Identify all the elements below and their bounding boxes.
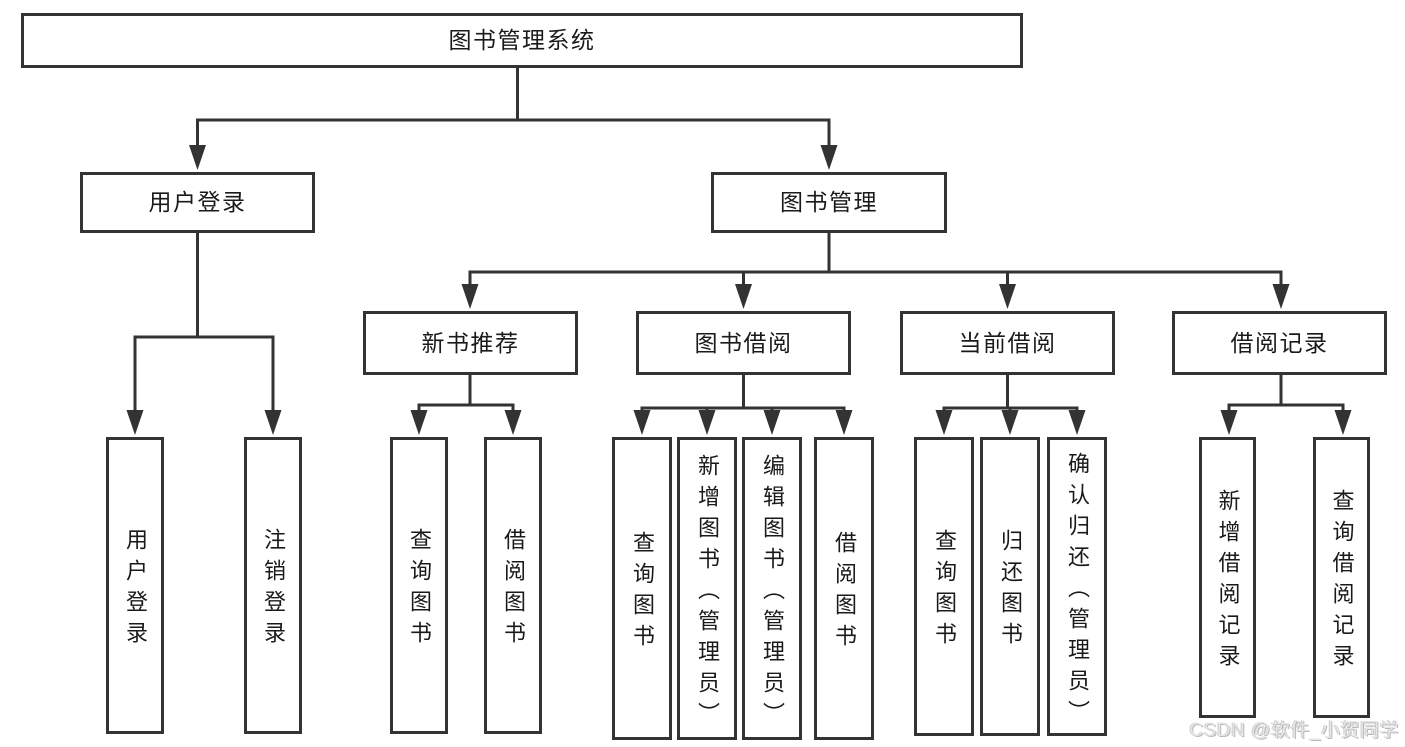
- node-current-borrow: 当前借阅: [900, 311, 1115, 375]
- node-label: 新增图书（管理员）: [695, 453, 720, 733]
- node-label: 归还图书: [998, 529, 1023, 653]
- node-label: 查询图书: [407, 528, 432, 652]
- node-label: 查询图书: [630, 531, 655, 655]
- leaf-return-book: 归还图书: [980, 437, 1040, 736]
- leaf-query-books-recommend: 查询图书: [390, 437, 448, 734]
- leaf-logout: 注销登录: [244, 437, 302, 734]
- node-label: 查询借阅记录: [1329, 489, 1355, 675]
- leaf-add-book-admin: 新增图书（管理员）: [677, 437, 737, 740]
- watermark: CSDN @软件_小贺同学: [1189, 720, 1399, 741]
- leaf-user-login: 用户登录: [106, 437, 164, 734]
- node-book-management: 图书管理: [711, 172, 947, 233]
- arrowheads: [126, 145, 1352, 435]
- node-label: 借阅记录: [1230, 329, 1329, 356]
- node-label: 借阅图书: [832, 531, 857, 655]
- node-label: 编辑图书（管理员）: [760, 453, 785, 733]
- node-label: 新书推荐: [421, 329, 520, 356]
- node-label: 图书管理: [780, 189, 878, 215]
- leaf-borrow-books-borrow: 借阅图书: [814, 437, 874, 740]
- node-label: 图书借阅: [694, 329, 793, 356]
- leaf-query-borrow-record: 查询借阅记录: [1313, 437, 1370, 718]
- node-label: 新增借阅记录: [1215, 489, 1241, 675]
- node-label: 确认归还（管理员）: [1065, 451, 1090, 731]
- leaf-borrow-books-recommend: 借阅图书: [484, 437, 542, 734]
- leaf-query-books-current: 查询图书: [914, 437, 974, 736]
- node-user-login: 用户登录: [80, 172, 315, 233]
- node-label: 查询图书: [932, 529, 957, 653]
- node-label: 借阅图书: [501, 528, 526, 652]
- leaf-confirm-return-admin: 确认归还（管理员）: [1047, 437, 1107, 736]
- node-label: 用户登录: [148, 189, 247, 215]
- node-label: 用户登录: [123, 528, 148, 652]
- node-borrow-records: 借阅记录: [1172, 311, 1387, 375]
- leaf-add-borrow-record: 新增借阅记录: [1199, 437, 1256, 718]
- node-library-management-system: 图书管理系统: [21, 13, 1023, 68]
- node-label: 注销登录: [261, 528, 286, 652]
- node-new-book-recommend: 新书推荐: [363, 311, 578, 375]
- connector-lines: [133, 66, 1345, 412]
- node-label: 图书管理系统: [448, 27, 596, 53]
- leaf-edit-book-admin: 编辑图书（管理员）: [742, 437, 802, 740]
- node-book-borrow: 图书借阅: [636, 311, 851, 375]
- leaf-query-books-borrow: 查询图书: [612, 437, 672, 740]
- node-label: 当前借阅: [958, 329, 1057, 356]
